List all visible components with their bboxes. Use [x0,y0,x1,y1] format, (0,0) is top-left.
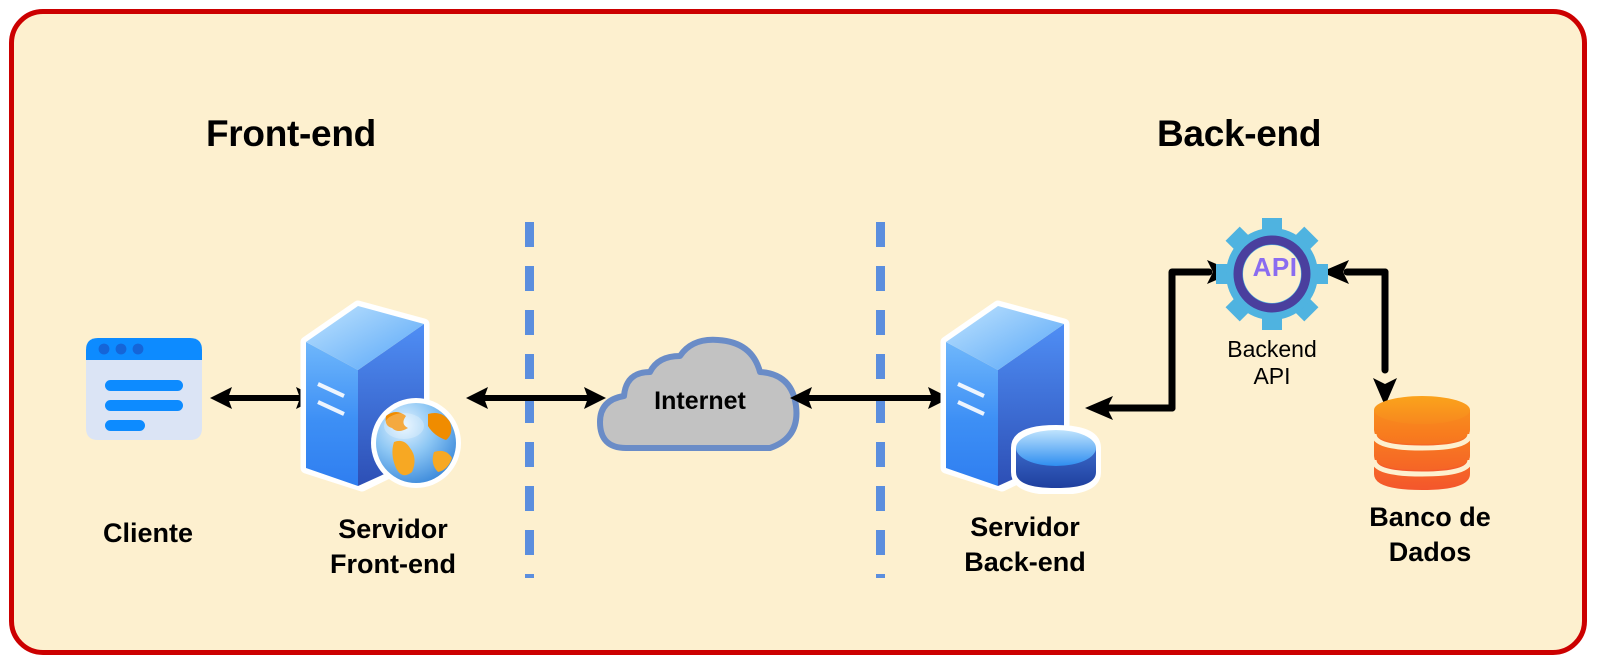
gear-api-icon[interactable] [1216,218,1328,330]
browser-window-icon[interactable] [78,334,210,446]
label-database: Banco de Dados [1369,502,1491,567]
arrow-frontend-server-internet [466,387,606,409]
database-cylinder-icon[interactable] [1368,388,1476,496]
label-backend-api: Backend API [1227,336,1317,390]
cloud-icon[interactable] [592,330,808,470]
section-title-backend: Back-end [1157,113,1322,154]
server-tower-with-disk-icon[interactable] [940,296,1110,494]
arrow-group-backend-api-database [1085,260,1397,420]
api-badge-text: API [1252,252,1298,282]
label-backend-server: Servidor Back-end [964,512,1086,577]
cloud-label: Internet [654,387,746,415]
arrow-internet-backend-server [790,387,950,409]
label-frontend-server: Servidor Front-end [330,514,456,579]
label-client: Cliente [102,518,194,548]
section-title-frontend: Front-end [206,113,376,154]
server-tower-with-globe-icon[interactable] [300,296,470,494]
diagram-frame [9,9,1587,655]
